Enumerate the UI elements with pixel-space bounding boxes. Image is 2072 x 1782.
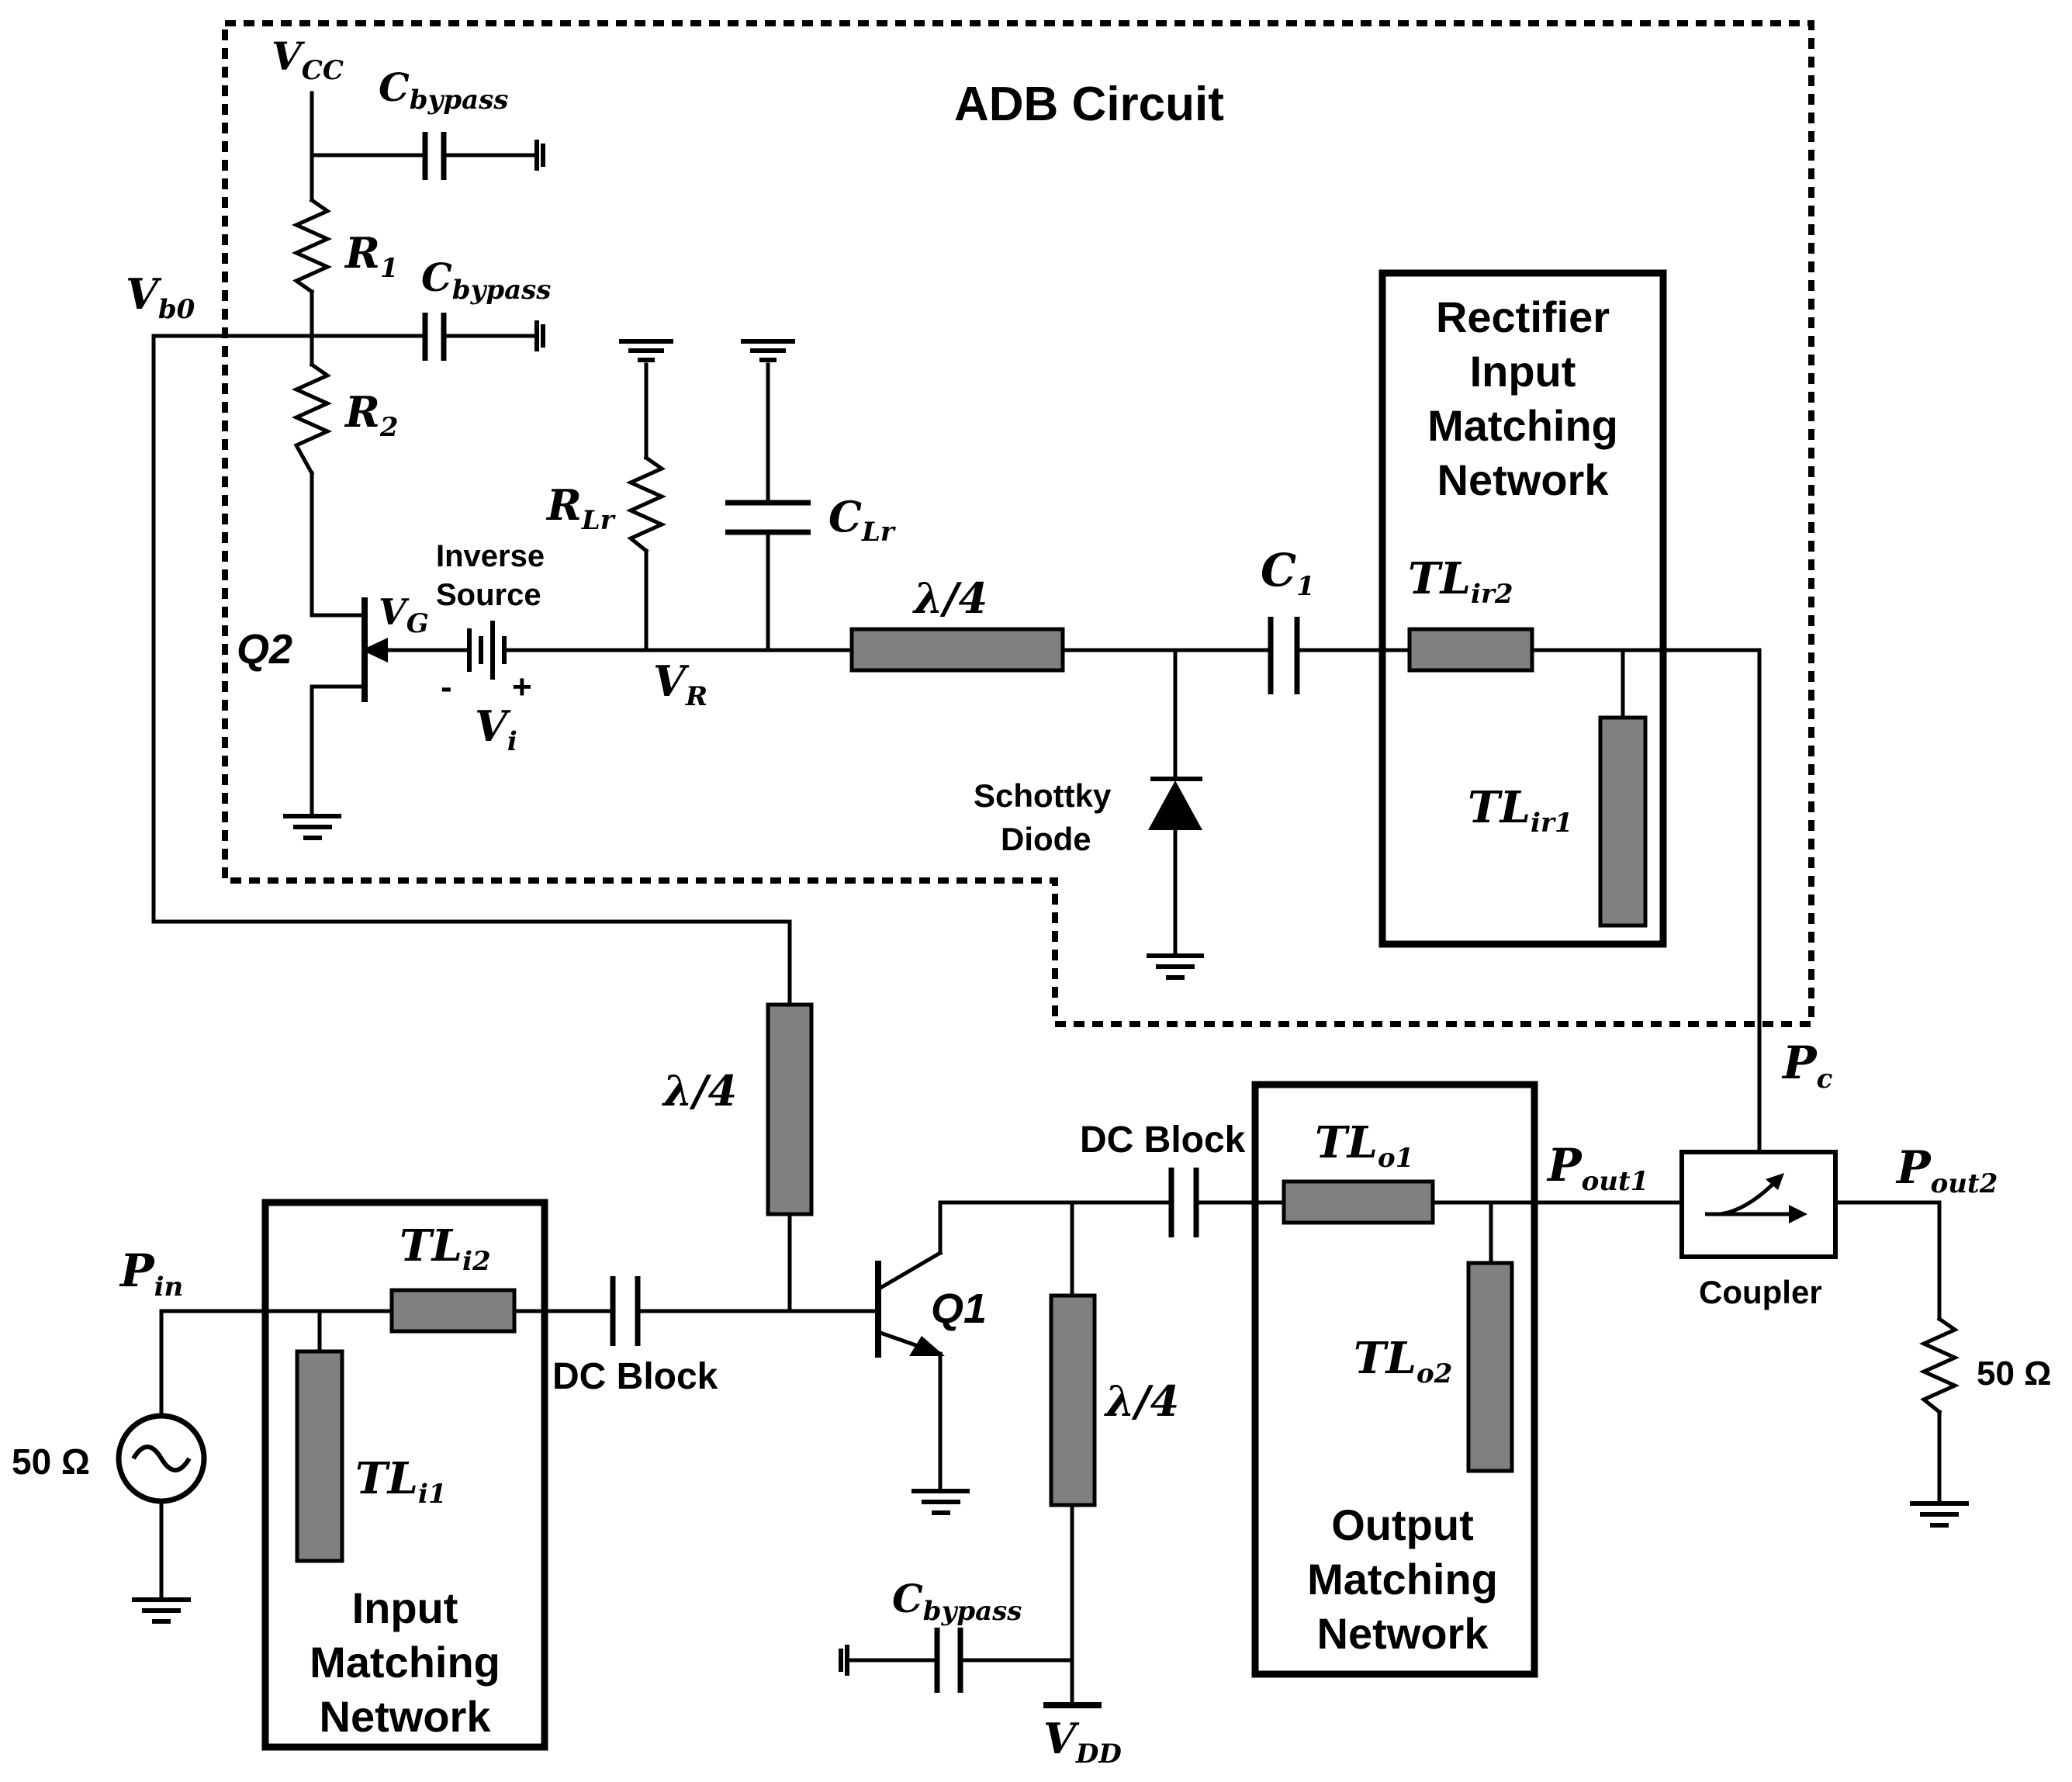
vi-plus: + xyxy=(512,668,532,706)
vb0-wire xyxy=(151,334,792,1007)
quarter-wave-label-gate: λ/4 xyxy=(662,1066,737,1116)
r1-label: R1 xyxy=(344,228,399,284)
source-50ohm xyxy=(116,1309,207,1600)
capacitor-clr xyxy=(725,362,811,652)
resistor-rlr xyxy=(625,362,667,652)
ground-icon xyxy=(741,339,795,362)
coupler-box xyxy=(1679,1150,1838,1259)
rectifier-matching-network-box xyxy=(1378,269,1667,948)
vr-label: VR xyxy=(653,656,707,712)
vb0-label: Vb0 xyxy=(126,269,195,325)
vcc-label: VCC xyxy=(272,33,344,86)
c1-label: C1 xyxy=(1261,544,1315,602)
omn-line2: Matching xyxy=(1307,1555,1498,1604)
dc-block-label-output: DC Block xyxy=(1080,1119,1246,1161)
pc-label: Pc xyxy=(1781,1036,1833,1095)
inverse-source-line1: Inverse xyxy=(436,539,545,573)
cbypass-label-drain: Cbypass xyxy=(892,1576,1022,1627)
load-impedance-label: 50 Ω xyxy=(1977,1355,2051,1393)
quarter-wave-label-drain: λ/4 xyxy=(1104,1376,1179,1426)
omn-line3: Network xyxy=(1317,1609,1489,1658)
quarter-wave-line-adb xyxy=(849,627,1065,673)
tlo1-label: TLo1 xyxy=(1315,1117,1413,1174)
vg-label: VG xyxy=(379,591,429,639)
clr-label: CLr xyxy=(828,492,896,548)
imn-line1: Input xyxy=(352,1583,458,1632)
output-matching-network-box xyxy=(1251,1081,1538,1678)
resistor-load xyxy=(1918,1316,1960,1415)
tlo2-stub xyxy=(1466,1261,1514,1473)
input-matching-network-box xyxy=(261,1199,548,1751)
rlr-label: RLr xyxy=(545,480,616,536)
schottky-line2: Diode xyxy=(1001,821,1091,857)
adb-title: ADB Circuit xyxy=(954,78,1224,131)
pin-label: Pin xyxy=(119,1244,183,1303)
schottky-line1: Schottky xyxy=(974,777,1112,814)
omn-line1: Output xyxy=(1331,1500,1473,1549)
cbypass-label-mid: Cbypass xyxy=(421,254,551,306)
schottky-diode xyxy=(1148,648,1202,955)
tlir1-label: TLir1 xyxy=(1468,782,1573,839)
cbypass-label-top: Cbypass xyxy=(379,64,508,116)
coupler-label: Coupler xyxy=(1699,1274,1822,1310)
tlir1-stub xyxy=(1598,715,1648,928)
rect-imn-line2: Input xyxy=(1470,347,1576,396)
q1-label: Q1 xyxy=(931,1285,987,1332)
rect-imn-line1: Rectifier xyxy=(1436,292,1610,341)
imn-line2: Matching xyxy=(310,1638,500,1687)
tli2-label: TLi2 xyxy=(400,1220,491,1277)
r2-label: R2 xyxy=(344,387,399,443)
adb-boundary xyxy=(222,20,1814,1027)
vdd-label: VDD xyxy=(1043,1714,1122,1770)
rect-imn-line4: Network xyxy=(1437,455,1610,504)
ground-icon xyxy=(132,1597,191,1624)
vi-minus: - xyxy=(441,668,452,706)
resistor-r2 xyxy=(291,362,333,476)
pout1-label: Pout1 xyxy=(1546,1139,1648,1197)
vi-label: Vi xyxy=(475,701,517,757)
inverse-source-line2: Source xyxy=(436,578,541,612)
ground-icon xyxy=(283,814,341,840)
dc-block-label-input: DC Block xyxy=(552,1356,718,1397)
transistor-q1 xyxy=(875,1200,1172,1490)
quarter-wave-label-adb: λ/4 xyxy=(912,573,988,623)
q2-label: Q2 xyxy=(237,626,292,673)
tlo1-line xyxy=(1282,1179,1435,1225)
quarter-wave-line-gate xyxy=(766,1002,814,1216)
tli1-label: TLi1 xyxy=(355,1453,447,1510)
rect-imn-line3: Matching xyxy=(1427,401,1618,450)
ground-icon xyxy=(1147,953,1204,980)
bias-network xyxy=(291,91,545,618)
transistor-q2 xyxy=(310,597,468,815)
tli2-line xyxy=(389,1288,517,1334)
resistor-r1 xyxy=(291,197,333,295)
tlo2-label: TLo2 xyxy=(1354,1333,1452,1389)
tlir2-line xyxy=(1407,627,1534,673)
ground-icon xyxy=(1910,1501,1969,1528)
pout2-label: Pout2 xyxy=(1895,1141,1998,1199)
ground-icon xyxy=(619,339,673,362)
quarter-wave-line-drain xyxy=(1049,1293,1097,1507)
coupler-arrow-icon xyxy=(1705,1173,1807,1223)
battery-icon xyxy=(467,621,507,680)
imn-line3: Network xyxy=(320,1692,492,1741)
tli1-stub xyxy=(295,1349,344,1563)
tlir2-label: TLir2 xyxy=(1408,553,1513,610)
source-impedance-label: 50 Ω xyxy=(12,1441,90,1482)
ground-icon xyxy=(911,1489,970,1515)
